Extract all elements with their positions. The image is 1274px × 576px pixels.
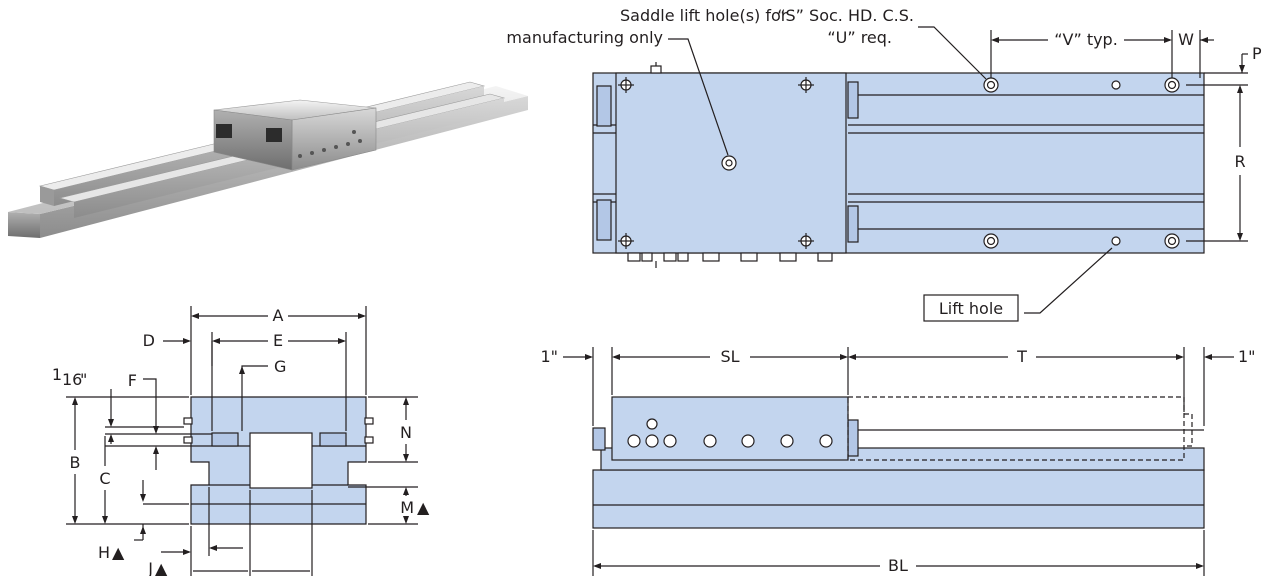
socket-label-2: “U” req.	[827, 28, 892, 47]
e-label: E	[273, 331, 283, 350]
m-label: M	[400, 498, 414, 517]
w-label: W	[1178, 30, 1194, 49]
rail-end-right-upper	[847, 81, 859, 119]
d-label: D	[143, 331, 155, 350]
end-view: A D E G 1 16 " F B C N M ▲ H ▲ J ▲	[52, 306, 430, 576]
end-view-slot	[249, 432, 313, 489]
side-view: 1" 1" SL T BL	[540, 347, 1256, 576]
p-label: P	[1252, 44, 1262, 63]
saddle-edge-bolts	[627, 252, 833, 268]
gib-block-left	[216, 124, 232, 138]
bl-label: BL	[888, 556, 908, 575]
sixteenth-num: 1	[52, 365, 62, 384]
t-label: T	[1016, 347, 1027, 366]
rail-left-end	[40, 186, 54, 206]
saddle-lift-hole	[721, 155, 737, 171]
rail-end-right-lower	[847, 205, 859, 243]
gib-right	[319, 432, 347, 447]
m-triangle: ▲	[417, 498, 430, 517]
one-inch-left-label: 1"	[540, 347, 558, 366]
one-inch-right-label: 1"	[1238, 347, 1256, 366]
base-end-face	[8, 212, 40, 238]
side-view-saddle	[611, 396, 849, 461]
end-view-screws	[183, 417, 374, 444]
rail-end-left-upper	[596, 85, 612, 127]
v-label: “V” typ.	[1054, 30, 1118, 49]
rail-end-stub-left	[592, 427, 606, 451]
gib-block-right	[266, 128, 282, 142]
slide-photo	[8, 81, 528, 238]
b-label: B	[70, 453, 81, 472]
saddle-lift-label-2: manufacturing only	[506, 28, 663, 47]
sixteenth-unit: "	[80, 370, 87, 389]
lift-hole-label: Lift hole	[939, 299, 1003, 318]
h-label: H	[98, 543, 110, 562]
r-label: R	[1234, 152, 1245, 171]
c-label: C	[99, 469, 110, 488]
saddle-crosshair-holes	[618, 77, 814, 249]
rail-end-stub-right	[847, 419, 859, 457]
sixteenth-den: 16	[62, 370, 82, 389]
f-label: F	[128, 371, 137, 390]
n-label: N	[400, 423, 412, 442]
socket-label-1: “S” Soc. HD. C.S.	[777, 6, 914, 25]
saddle-lift-label-1: Saddle lift hole(s) for	[620, 6, 788, 25]
saddle-bolts	[298, 130, 362, 158]
lift-hole-box	[923, 294, 1019, 322]
g-label: G	[274, 357, 286, 376]
socket-cap-holes	[983, 77, 1180, 249]
top-view: Saddle lift hole(s) for manufacturing on…	[506, 6, 1262, 322]
gib-left	[211, 432, 239, 447]
saddle-travel-outline	[847, 396, 1185, 461]
j-triangle: ▲	[155, 559, 168, 576]
rail-end-left-lower	[596, 199, 612, 241]
j-label: J	[147, 559, 153, 576]
saddle-side	[213, 109, 293, 171]
sl-label: SL	[720, 347, 739, 366]
h-triangle: ▲	[112, 543, 125, 562]
side-view-base	[592, 469, 1205, 529]
top-bolt-stub	[650, 62, 662, 74]
a-label: A	[273, 306, 284, 325]
side-view-bolts	[627, 418, 833, 448]
